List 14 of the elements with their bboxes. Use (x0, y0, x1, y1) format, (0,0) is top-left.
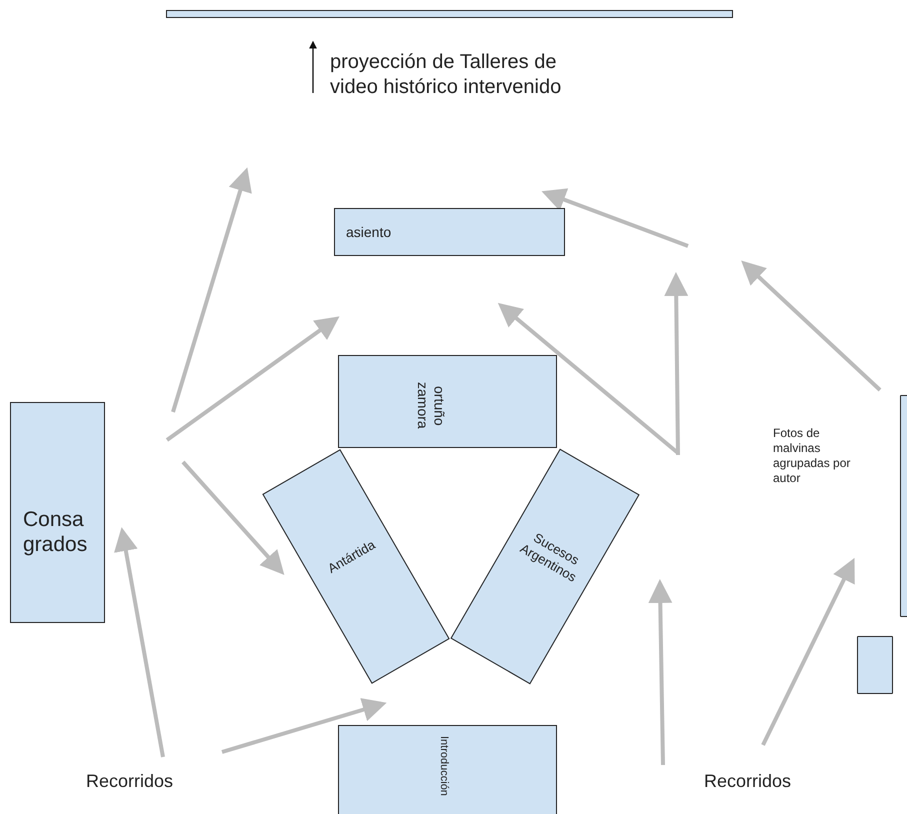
screen-bar (166, 10, 733, 18)
exhibit-label: Consa grados (23, 507, 88, 558)
exhibit-panel (338, 725, 557, 814)
exhibit-label: ortuño zamora (414, 381, 448, 431)
exhibit-panel (338, 355, 557, 448)
route-label: Recorridos (704, 770, 792, 792)
caption-text: proyección de Talleres de video histórico intervenido (330, 50, 562, 100)
caption-text: Fotos de malvinas agrupadas por autor (773, 426, 852, 486)
seat-label: asiento (346, 224, 392, 241)
route-label: Recorridos (86, 770, 174, 792)
display-panel (857, 636, 893, 694)
exhibit-panel (10, 402, 105, 623)
seat-block (334, 208, 565, 256)
exhibit-label: Introducción (437, 736, 450, 796)
